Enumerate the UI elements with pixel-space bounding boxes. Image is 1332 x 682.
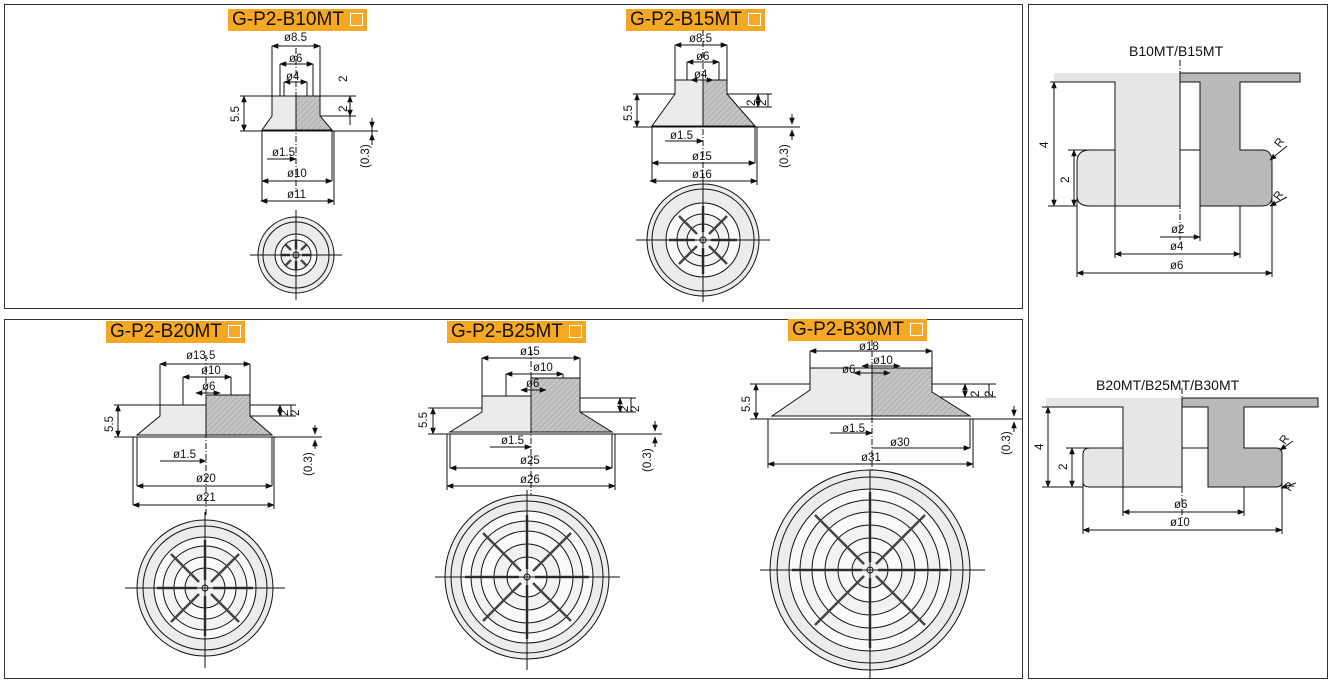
- dim-b25-hole: ø1.5: [501, 435, 524, 447]
- dim-b20-hmid: 2: [290, 410, 302, 416]
- dim-b20-hole: ø1.5: [173, 449, 196, 461]
- dim-b10-lip: ø10: [287, 168, 307, 180]
- detail-upper-hp: 2: [1060, 177, 1072, 183]
- dim-b20-htop: 2: [279, 410, 291, 416]
- detail-lower: [1042, 388, 1319, 534]
- detail-lower-r2: R: [1283, 480, 1298, 494]
- dim-b25-lip-h: (0.3): [642, 448, 654, 472]
- dim-b15-hole: ø1.5: [670, 130, 693, 142]
- dim-b10-hole: ø1.5: [272, 147, 295, 159]
- dim-b10-dc: ø4: [286, 71, 300, 83]
- model-label-b15: G-P2-B15MT: [630, 9, 742, 30]
- dim-b20-db: ø10: [201, 365, 221, 377]
- section-b10-left: [261, 95, 297, 131]
- dim-b15-ht: 5.5: [623, 105, 635, 121]
- dim-b15-out: ø16: [692, 169, 712, 181]
- section-b10-right: [295, 95, 334, 131]
- dim-b30-hmid: 2: [984, 391, 996, 397]
- dim-b15-db: ø6: [696, 51, 709, 63]
- detail-lower-dbig: ø10: [1170, 517, 1190, 529]
- dim-b15-lip: ø15: [692, 151, 712, 163]
- dim-b30-lip-h: (0.3): [1001, 431, 1013, 455]
- dim-b25-da: ø15: [520, 346, 540, 358]
- dim-b25-hmid: 2: [630, 406, 642, 412]
- checkbox-icon: [227, 325, 241, 338]
- dim-b10-htop: 2: [338, 76, 350, 82]
- dim-b20-dc: ø6: [202, 381, 215, 393]
- model-label-b10: G-P2-B10MT: [232, 9, 344, 30]
- dim-b30-htop: 2: [970, 391, 982, 397]
- dim-b25-htop: 2: [619, 406, 631, 412]
- detail-lower-dmid: ø6: [1174, 499, 1187, 511]
- dim-b10-ht: 5.5: [230, 106, 242, 122]
- checkbox-icon: [349, 13, 363, 26]
- model-label-b30: G-P2-B30MT: [792, 319, 904, 340]
- model-tag-b25: G-P2-B25MT: [447, 321, 586, 343]
- dim-b15-lip-h: (0.3): [779, 144, 791, 168]
- dim-b30-dc: ø6: [842, 364, 855, 376]
- section-b30-left: [770, 367, 873, 417]
- checkbox-icon: [747, 13, 761, 26]
- model-tag-b15: G-P2-B15MT: [626, 9, 765, 31]
- checkbox-icon: [568, 325, 582, 338]
- model-label-b20: G-P2-B20MT: [110, 321, 222, 342]
- dim-b15-htop: 2: [746, 100, 758, 106]
- dim-b25-out: ø26: [520, 474, 540, 486]
- model-label-b25: G-P2-B25MT: [451, 321, 563, 342]
- dim-b10-hmid: 2: [338, 106, 350, 112]
- dim-b30-db: ø10: [873, 355, 893, 367]
- detail-lower-hp: 2: [1058, 464, 1070, 470]
- dim-b30-out: ø31: [861, 452, 881, 464]
- dim-b15-dc: ø4: [694, 69, 708, 81]
- dim-b20-lip-h: (0.3): [303, 452, 315, 476]
- panel-top: [4, 4, 1023, 309]
- model-tag-b10: G-P2-B10MT: [228, 9, 367, 31]
- detail-upper-ht: 4: [1039, 141, 1051, 148]
- dim-b25-lip: ø25: [520, 455, 540, 467]
- drawing-b25: [428, 350, 662, 670]
- drawing-b10: [240, 43, 378, 300]
- detail-lower-ht: 4: [1034, 443, 1046, 450]
- dim-b15-hmid: 2: [757, 100, 769, 106]
- dim-b20-ht: 5.5: [104, 416, 116, 432]
- checkbox-icon: [909, 323, 923, 336]
- dim-b10-da: ø8.5: [284, 32, 307, 44]
- drawing-b15: [633, 30, 800, 302]
- detail-upper-r2: R: [1272, 189, 1287, 203]
- model-tag-b20: G-P2-B20MT: [106, 321, 245, 343]
- dim-b25-db: ø10: [533, 362, 553, 374]
- dim-b30-da: ø18: [859, 341, 879, 353]
- dim-b15-da: ø8.5: [689, 33, 712, 45]
- section-b20-right: [205, 394, 274, 436]
- section-b30-right: [871, 367, 972, 417]
- section-b25-right: [530, 377, 614, 433]
- dim-b25-dc: ø6: [526, 378, 539, 390]
- dim-b20-lip: ø20: [196, 473, 216, 485]
- detail-lower-title: B20MT/B25MT/B30MT: [1096, 377, 1240, 393]
- detail-upper-title: B10MT/B15MT: [1129, 43, 1224, 59]
- section-b25-left: [448, 395, 532, 433]
- dim-b10-out: ø11: [287, 189, 306, 201]
- detail-upper-dbig: ø6: [1170, 260, 1183, 272]
- dim-b20-da: ø13.5: [186, 350, 215, 362]
- drawing-b20: [114, 355, 322, 668]
- dim-b10-lip-h: (0.3): [360, 144, 372, 168]
- dim-b20-out: ø21: [196, 492, 216, 504]
- section-b15-left: [651, 79, 704, 127]
- detail-upper-dmid: ø4: [1170, 241, 1184, 253]
- dim-b30-lip: ø30: [890, 437, 910, 449]
- dim-b25-ht: 5.5: [418, 412, 430, 428]
- dim-b10-db: ø6: [289, 53, 302, 65]
- drawing-b30: [750, 340, 1022, 678]
- detail-lower-r1: R: [1278, 433, 1293, 447]
- model-tag-b30: G-P2-B30MT: [788, 319, 927, 341]
- section-b20-left: [135, 404, 207, 436]
- dim-b30-ht: 5.5: [741, 396, 753, 412]
- dim-b30-hole: ø1.5: [842, 423, 865, 435]
- detail-upper-dsmall: ø2: [1171, 224, 1184, 236]
- detail-upper: [1048, 60, 1301, 277]
